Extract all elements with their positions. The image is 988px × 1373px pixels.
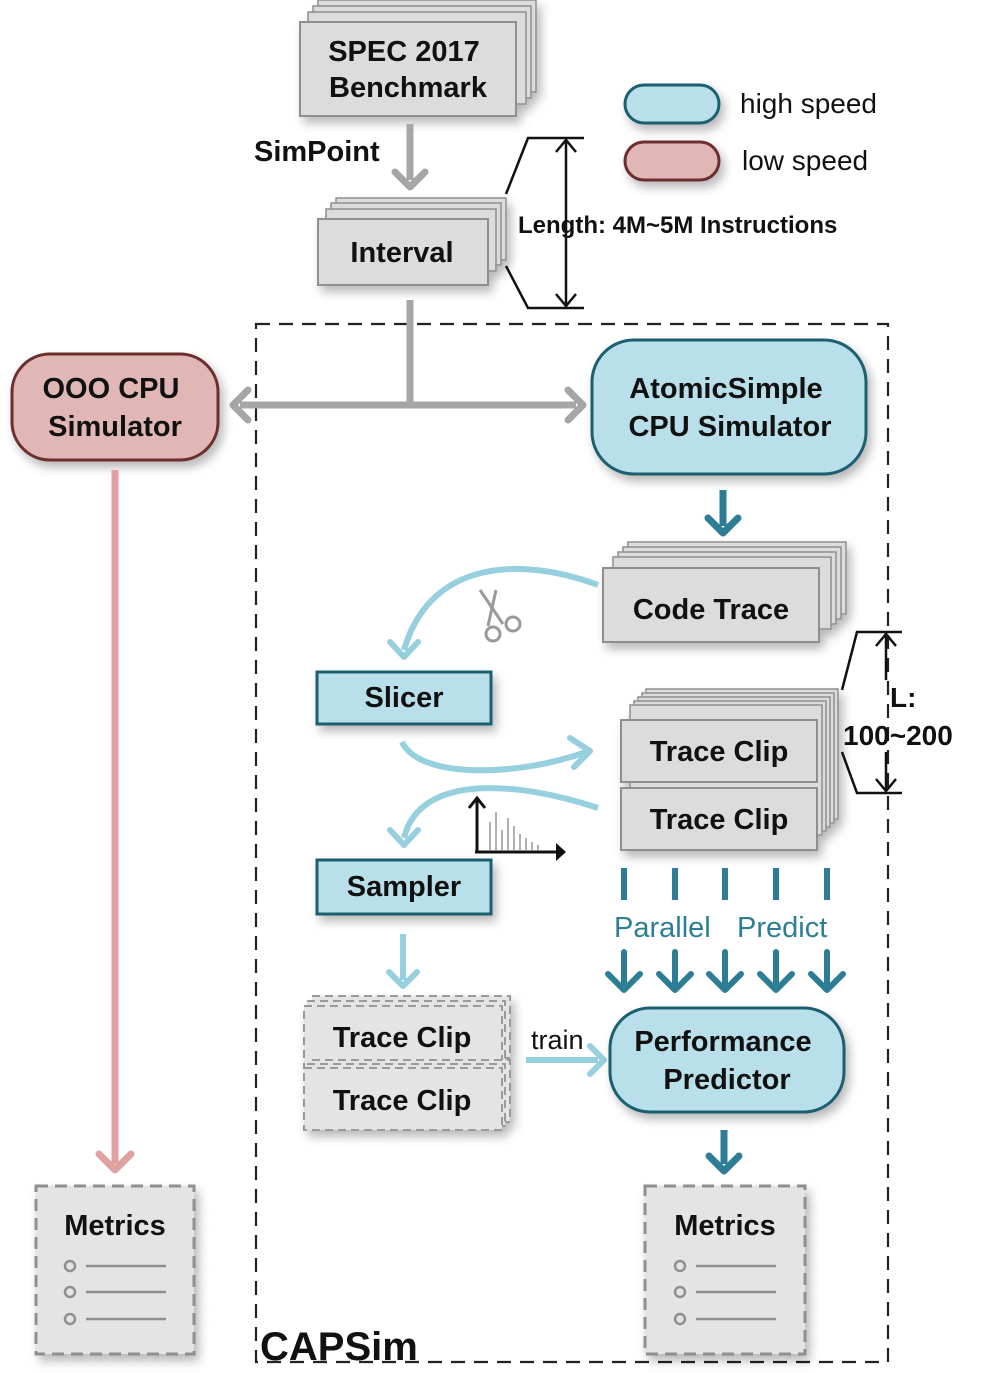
atomic-simulator [590,338,868,476]
interval-stack [317,197,507,286]
metrics-right [643,1184,807,1356]
interval-label: Interval [350,237,453,269]
clips-to-sampler-arrow [387,827,421,848]
legend-low-swatch [623,140,721,182]
sampler-label: Sampler [347,871,461,903]
code-trace-stack [602,541,847,643]
legend-low-label: low speed [742,145,868,176]
train-arrow [587,1043,607,1077]
performance-predictor [608,1006,846,1114]
slicer-to-clips-arrow [567,735,593,770]
ooo-simulator [10,352,220,462]
metrics-right-label: Metrics [674,1210,776,1242]
simpoint-arrow [391,168,429,191]
parallel-arrows [605,949,846,993]
metrics-left-label: Metrics [64,1210,166,1242]
benchmark-title: SPEC 2017 Benchmark [328,36,488,104]
sampled-clip-stack [303,995,511,1131]
atomic-simulator-label: AtomicSimple CPU Simulator [628,373,831,443]
sampler-to-clips-arrow [386,969,420,989]
capsim-label: CAPSim [260,1325,418,1369]
parallel-bars [621,868,830,900]
benchmark-stack [299,0,537,117]
code-trace-label: Code Trace [633,594,789,626]
length-bracket [504,136,584,310]
sampled-clip-bottom-label: Trace Clip [333,1085,472,1117]
ooo-to-metrics-arrow [95,1150,135,1174]
clip-length-label: L: 100~200 [843,682,953,751]
trace-clip-bottom-label: Trace Clip [650,804,789,836]
train-label: train [531,1025,584,1055]
legend-high-label: high speed [740,88,877,119]
slicer-box [315,670,493,726]
trace-clip-top-label: Trace Clip [650,736,789,768]
codetrace-to-slicer-arrow [387,639,421,660]
trace-clip-stack [620,688,839,851]
to-atomic-arrow [564,386,587,424]
performance-predictor-label: Performance Predictor [634,1026,819,1096]
legend-high-swatch [623,83,721,125]
length-note: Length: 4M~5M Instructions [518,212,837,239]
distribution-icon [467,795,566,861]
capsim-frame [254,322,890,1364]
sampler-box [315,858,493,916]
clip-length-bracket [840,630,902,795]
metrics-left [34,1184,196,1356]
predictor-to-metrics-arrow [705,1152,743,1175]
simpoint-label: SimPoint [254,136,380,168]
parallel-predict-label: Parallel Predict [614,912,827,944]
scissors-icon [478,589,522,643]
to-ooo-arrow [229,386,252,424]
ooo-simulator-label: OOO CPU Simulator [42,373,187,443]
slicer-label: Slicer [365,682,444,714]
sampled-clip-top-label: Trace Clip [333,1022,472,1054]
